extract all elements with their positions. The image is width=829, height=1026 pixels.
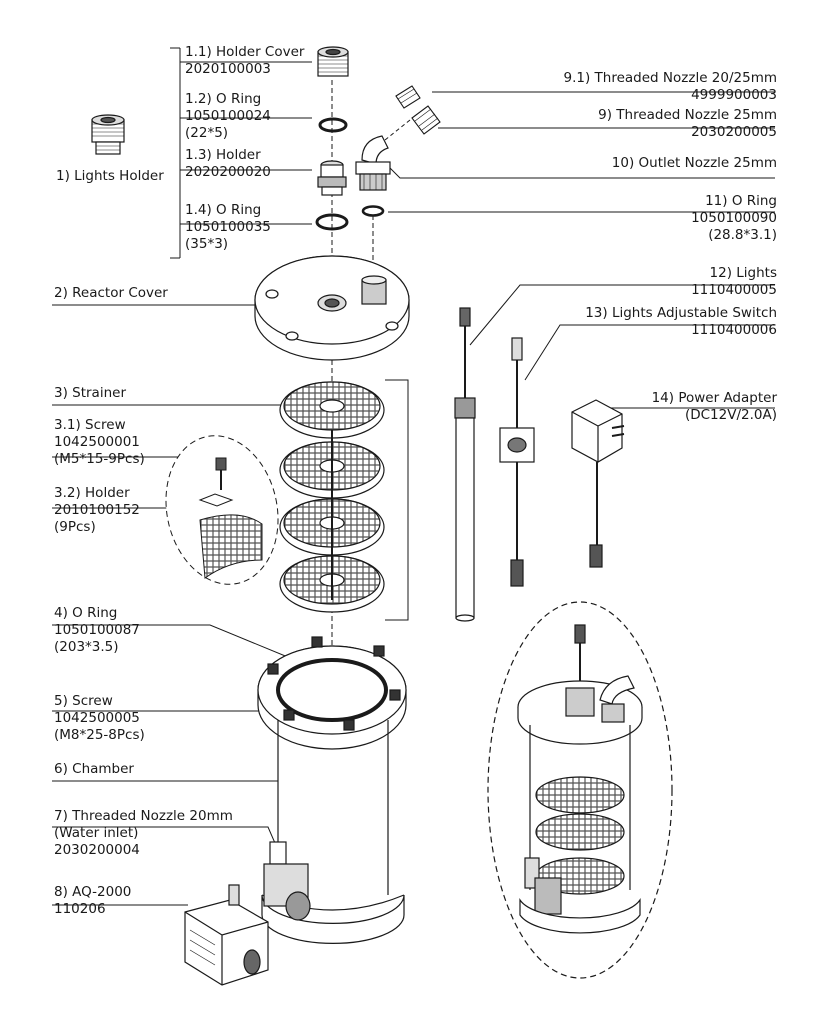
lights-holder-label: 1) Lights Holder <box>56 168 164 184</box>
nozzle-20-25-label: 9.1) Threaded Nozzle 20/25mm 4999900003 <box>564 70 777 104</box>
holder-part <box>317 160 347 196</box>
inlet-nozzle-code: 2030200004 <box>54 842 140 858</box>
strainer-stack <box>279 381 385 613</box>
strainer-label: 3) Strainer <box>54 385 126 401</box>
chamber-screw-spec: (M8*25-8Pcs) <box>54 727 145 743</box>
outlet-nozzle-label: 10) Outlet Nozzle 25mm <box>611 155 777 171</box>
lights-name: 12) Lights <box>709 265 777 281</box>
switch-name: 13) Lights Adjustable Switch <box>585 305 777 321</box>
o-ring-medium-code: 1050100035 <box>185 219 271 235</box>
o-ring-small-part <box>318 117 348 133</box>
o-ring-small-name: 1.2) O Ring <box>185 91 262 107</box>
adapter-name: 14) Power Adapter <box>651 390 777 406</box>
holder-label: 1.3) Holder 2020200020 <box>185 147 271 181</box>
o-ring-outlet-code: 1050100090 <box>691 210 777 226</box>
pump-label: 8) AQ-2000 110206 <box>54 884 131 918</box>
nozzle-25-name: 9) Threaded Nozzle 25mm <box>598 107 777 123</box>
o-ring-large-name: 4) O Ring <box>54 605 118 621</box>
o-ring-medium-name: 1.4) O Ring <box>185 202 262 218</box>
strainer-holder-label: 3.2) Holder 2010100152 (9Pcs) <box>54 485 140 536</box>
switch-code: 1110400006 <box>691 322 777 338</box>
o-ring-outlet-label: 11) O Ring 1050100090 (28.8*3.1) <box>691 193 777 244</box>
holder-code: 2020200020 <box>185 164 271 180</box>
strainer-detail-callout <box>165 435 279 585</box>
o-ring-medium-label: 1.4) O Ring 1050100035 (35*3) <box>185 202 271 253</box>
o-ring-outlet-size: (28.8*3.1) <box>708 227 777 243</box>
o-ring-large-code: 1050100087 <box>54 622 140 638</box>
lights-holder-part <box>91 114 125 155</box>
o-ring-medium-part <box>315 213 349 231</box>
strainer-holder-code: 2010100152 <box>54 502 140 518</box>
o-ring-outlet-part <box>361 205 385 217</box>
adapter-spec: (DC12V/2.0A) <box>684 407 777 423</box>
o-ring-small-size: (22*5) <box>185 125 229 141</box>
nozzle-25-label: 9) Threaded Nozzle 25mm 2030200005 <box>598 107 777 141</box>
strainer-screw-spec: (M5*15-9Pcs) <box>54 451 145 467</box>
chamber-label: 6) Chamber <box>54 761 134 777</box>
reactor-cover-label: 2) Reactor Cover <box>54 285 168 301</box>
o-ring-small-label: 1.2) O Ring 1050100024 (22*5) <box>185 91 271 142</box>
chamber-screw-code: 1042500005 <box>54 710 140 726</box>
nozzle-20-25-code: 4999900003 <box>691 87 777 103</box>
adapter-label: 14) Power Adapter (DC12V/2.0A) <box>652 390 777 424</box>
o-ring-large-size: (203*3.5) <box>54 639 119 655</box>
switch-label: 13) Lights Adjustable Switch 1110400006 <box>585 305 777 339</box>
chamber-part <box>261 720 405 944</box>
inlet-nozzle-name: 7) Threaded Nozzle 20mm <box>54 808 233 824</box>
reactor-cover-part <box>254 255 410 361</box>
pump-name: 8) AQ-2000 <box>54 884 132 900</box>
o-ring-small-code: 1050100024 <box>185 108 271 124</box>
strainer-holder-name: 3.2) Holder <box>54 485 130 501</box>
outlet-nozzle-part <box>355 135 391 191</box>
inlet-nozzle-part <box>263 841 311 921</box>
lights-label: 12) Lights 1110400005 <box>691 265 777 299</box>
chamber-flange-part <box>257 636 407 750</box>
inlet-nozzle-label: 7) Threaded Nozzle 20mm (Water inlet) 20… <box>54 808 233 859</box>
pump-code: 110206 <box>54 901 106 917</box>
strainer-screw-label: 3.1) Screw 1042500001 (M5*15-9Pcs) <box>54 417 145 468</box>
threaded-nozzle-25-part <box>411 105 441 135</box>
nozzle-25-code: 2030200005 <box>691 124 777 140</box>
assembled-view <box>487 601 673 979</box>
o-ring-large-label: 4) O Ring 1050100087 (203*3.5) <box>54 605 140 656</box>
lights-switch-part <box>499 337 535 587</box>
holder-cover-code: 2020100003 <box>185 61 271 77</box>
pump-part <box>184 884 269 986</box>
strainer-screw-name: 3.1) Screw <box>54 417 126 433</box>
threaded-nozzle-20-25-part <box>395 85 421 109</box>
power-adapter-part <box>571 399 625 568</box>
chamber-screw-name: 5) Screw <box>54 693 113 709</box>
o-ring-medium-size: (35*3) <box>185 236 229 252</box>
inlet-nozzle-note: (Water inlet) <box>54 825 139 841</box>
lights-code: 1110400005 <box>691 282 777 298</box>
holder-name: 1.3) Holder <box>185 147 261 163</box>
strainer-holder-spec: (9Pcs) <box>54 519 96 535</box>
holder-cover-part <box>317 46 349 77</box>
holder-cover-label: 1.1) Holder Cover 2020100003 <box>185 44 304 78</box>
strainer-screw-code: 1042500001 <box>54 434 140 450</box>
lights-part <box>454 307 476 622</box>
chamber-screw-label: 5) Screw 1042500005 (M8*25-8Pcs) <box>54 693 145 744</box>
nozzle-20-25-name: 9.1) Threaded Nozzle 20/25mm <box>563 70 777 86</box>
holder-cover-name: 1.1) Holder Cover <box>185 44 305 60</box>
o-ring-outlet-name: 11) O Ring <box>705 193 777 209</box>
